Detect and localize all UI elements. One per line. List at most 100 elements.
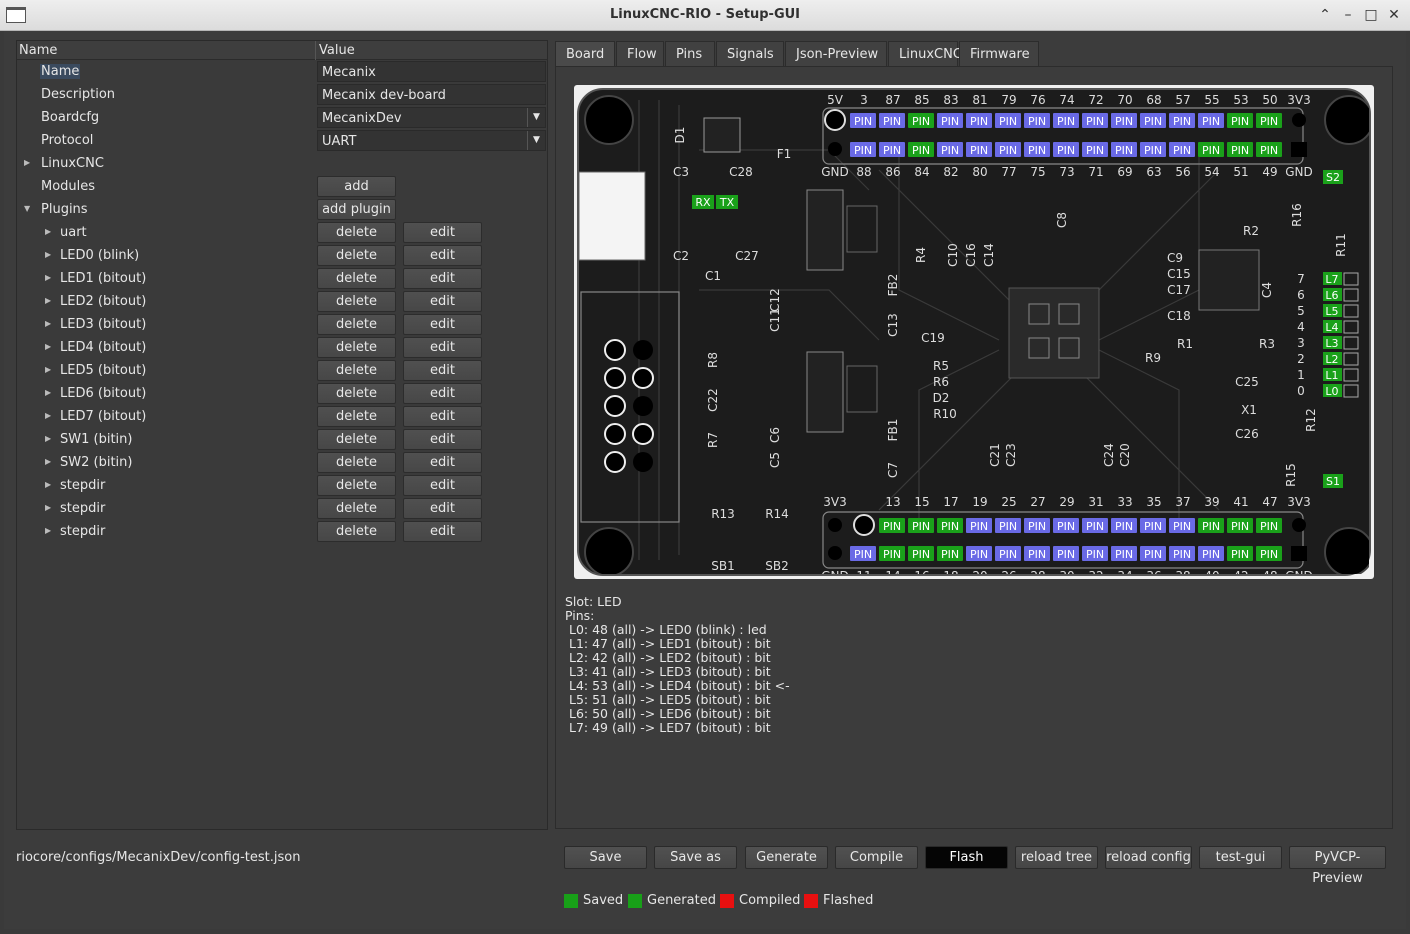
header-pin[interactable] <box>1053 518 1079 533</box>
edit-button[interactable]: edit <box>403 406 482 427</box>
chevron-right-icon[interactable]: ▶ <box>45 273 52 282</box>
chevron-right-icon[interactable]: ▶ <box>45 411 52 420</box>
header-pin[interactable] <box>995 113 1021 128</box>
pyvcp-preview-button[interactable]: PyVCP-Preview <box>1289 846 1386 886</box>
chevron-right-icon[interactable]: ▶ <box>45 457 52 466</box>
tab-json-preview[interactable]: Json-Preview <box>785 41 887 67</box>
edit-button[interactable]: edit <box>403 337 482 358</box>
chevron-right-icon[interactable]: ▶ <box>45 434 52 443</box>
header-pin[interactable] <box>879 113 905 128</box>
edit-button[interactable]: edit <box>403 452 482 473</box>
dropdown-arrow-icon[interactable]: ▼ <box>527 108 545 127</box>
header-pin[interactable] <box>1169 546 1195 561</box>
header-pin[interactable] <box>1024 546 1050 561</box>
header-pin[interactable] <box>1053 546 1079 561</box>
chevron-right-icon[interactable]: ▶ <box>45 227 52 236</box>
edit-button[interactable]: edit <box>403 475 482 496</box>
header-pin[interactable] <box>850 142 876 157</box>
header-pin[interactable] <box>850 113 876 128</box>
header-pin[interactable] <box>1082 518 1108 533</box>
maximize-icon[interactable]: □ <box>1364 7 1378 23</box>
header-pin[interactable] <box>1053 113 1079 128</box>
test-gui-button[interactable]: test-gui <box>1199 846 1282 869</box>
header-pin[interactable] <box>1227 546 1253 561</box>
tab-firmware[interactable]: Firmware <box>959 41 1039 67</box>
connector-pin[interactable] <box>604 423 626 445</box>
delete-button[interactable]: delete <box>317 383 396 404</box>
delete-button[interactable]: delete <box>317 360 396 381</box>
delete-button[interactable]: delete <box>317 406 396 427</box>
chevron-right-icon[interactable]: ▶ <box>45 296 52 305</box>
led-marker[interactable] <box>1323 288 1342 301</box>
header-pin[interactable] <box>879 142 905 157</box>
switch-marker[interactable] <box>1323 474 1343 488</box>
tab-pins[interactable]: Pins <box>665 41 715 67</box>
connector-pin[interactable] <box>632 423 654 445</box>
header-pin[interactable] <box>879 546 905 561</box>
edit-button[interactable]: edit <box>403 291 482 312</box>
edit-button[interactable]: edit <box>403 498 482 519</box>
led-marker[interactable] <box>1323 336 1342 349</box>
header-pin[interactable] <box>1111 142 1137 157</box>
edit-button[interactable]: edit <box>403 429 482 450</box>
delete-button[interactable]: delete <box>317 498 396 519</box>
chevron-right-icon[interactable]: ▶ <box>45 250 52 259</box>
connector-pin[interactable] <box>633 340 653 360</box>
header-pin[interactable] <box>1227 142 1253 157</box>
connector-pin[interactable] <box>633 396 653 416</box>
edit-button[interactable]: edit <box>403 383 482 404</box>
connector-pin[interactable] <box>604 451 626 473</box>
header-pin[interactable] <box>1053 142 1079 157</box>
switch-marker[interactable] <box>1323 170 1343 184</box>
header-pin[interactable] <box>1140 518 1166 533</box>
led-marker[interactable] <box>1323 272 1342 285</box>
edit-button[interactable]: edit <box>403 521 482 542</box>
header-pin[interactable] <box>1198 142 1224 157</box>
header-pin[interactable] <box>966 142 992 157</box>
header-pin[interactable] <box>908 113 934 128</box>
chevron-up-icon[interactable]: ⌃ <box>1319 7 1331 23</box>
header-pin[interactable] <box>1111 518 1137 533</box>
header-pin[interactable] <box>1198 113 1224 128</box>
reload-tree-button[interactable]: reload tree <box>1015 846 1098 869</box>
close-icon[interactable]: ✕ <box>1388 7 1400 23</box>
chevron-down-icon[interactable]: ▼ <box>24 204 31 213</box>
edit-button[interactable]: edit <box>403 268 482 289</box>
led-marker[interactable] <box>1323 384 1342 397</box>
edit-button[interactable]: edit <box>403 222 482 243</box>
header-pin[interactable] <box>1169 113 1195 128</box>
header-pin[interactable] <box>1198 546 1224 561</box>
header-pin[interactable] <box>1227 113 1253 128</box>
chevron-right-icon[interactable]: ▶ <box>45 503 52 512</box>
delete-button[interactable]: delete <box>317 314 396 335</box>
chevron-right-icon[interactable]: ▶ <box>45 388 52 397</box>
header-pin[interactable] <box>966 113 992 128</box>
dropdown-arrow-icon[interactable]: ▼ <box>527 131 545 150</box>
protocol-select[interactable]: UART▼ <box>317 130 546 151</box>
delete-button[interactable]: delete <box>317 222 396 243</box>
add-module-button[interactable]: add module <box>317 176 396 213</box>
delete-button[interactable]: delete <box>317 337 396 358</box>
led-marker[interactable] <box>1323 320 1342 333</box>
connector-pin[interactable] <box>633 452 653 472</box>
header-pin[interactable] <box>1227 518 1253 533</box>
delete-button[interactable]: delete <box>317 268 396 289</box>
tab-flow[interactable]: Flow <box>616 41 664 67</box>
header-pin[interactable] <box>1082 113 1108 128</box>
save-as-button[interactable]: Save as <box>654 846 737 869</box>
